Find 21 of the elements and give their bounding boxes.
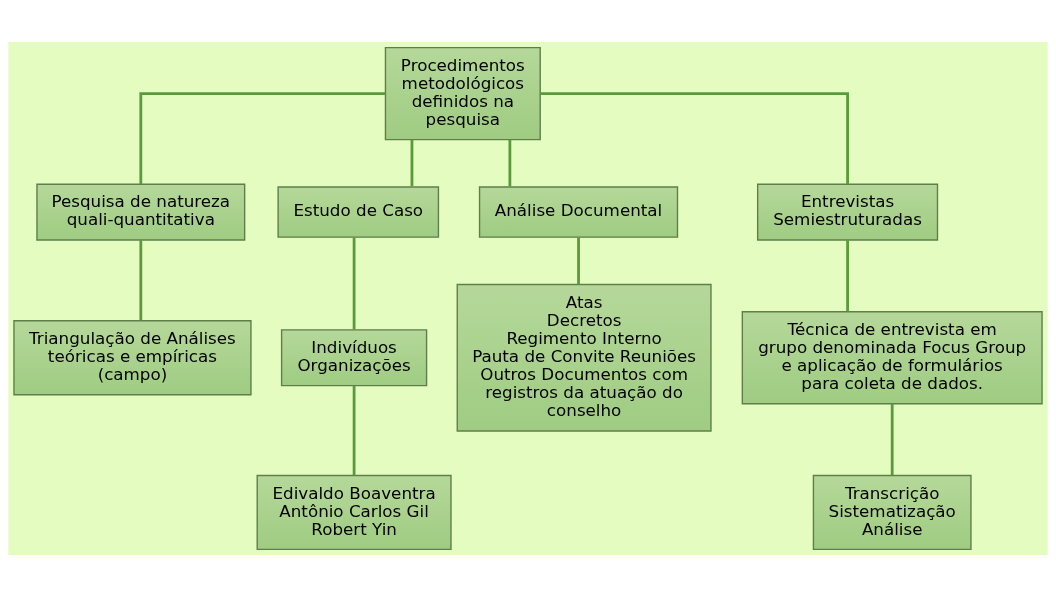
node-box: Edivaldo Boaventra Antônio Carlos Gil Robert Yin bbox=[256, 474, 452, 551]
connector bbox=[352, 237, 356, 330]
connector bbox=[890, 403, 894, 476]
node-box: Análise Documental bbox=[478, 186, 679, 238]
node-box: Transcrição Sistematização Análise bbox=[812, 474, 972, 551]
node-box: Triangulação de Análises teóricas e empíricas (campo) bbox=[13, 320, 252, 396]
connector bbox=[410, 139, 414, 187]
connector bbox=[577, 237, 580, 285]
connector bbox=[139, 240, 143, 321]
connector bbox=[139, 92, 386, 184]
node-box: Indivíduos Organizações bbox=[280, 329, 428, 387]
connector bbox=[846, 240, 849, 312]
connector bbox=[352, 385, 356, 476]
node-box: Procedimentos metodológicos definidos na pesquisa bbox=[384, 46, 541, 141]
node-box: Pesquisa de natureza quali-quantitativa bbox=[36, 183, 246, 241]
node-box: Estudo de Caso bbox=[277, 186, 440, 238]
node-box: Técnica de entrevista em grupo denominada Focus Group e aplicação de formulários para coleta de dados. bbox=[741, 311, 1043, 405]
connector bbox=[540, 92, 849, 184]
node-box: Entrevistas Semiestruturadas bbox=[756, 183, 939, 241]
connector bbox=[508, 139, 512, 187]
node-box: Atas Decretos Regimento Interno Pauta de Convite Reuniões Outros Documentos com registros da atuação do conselho bbox=[456, 283, 712, 432]
